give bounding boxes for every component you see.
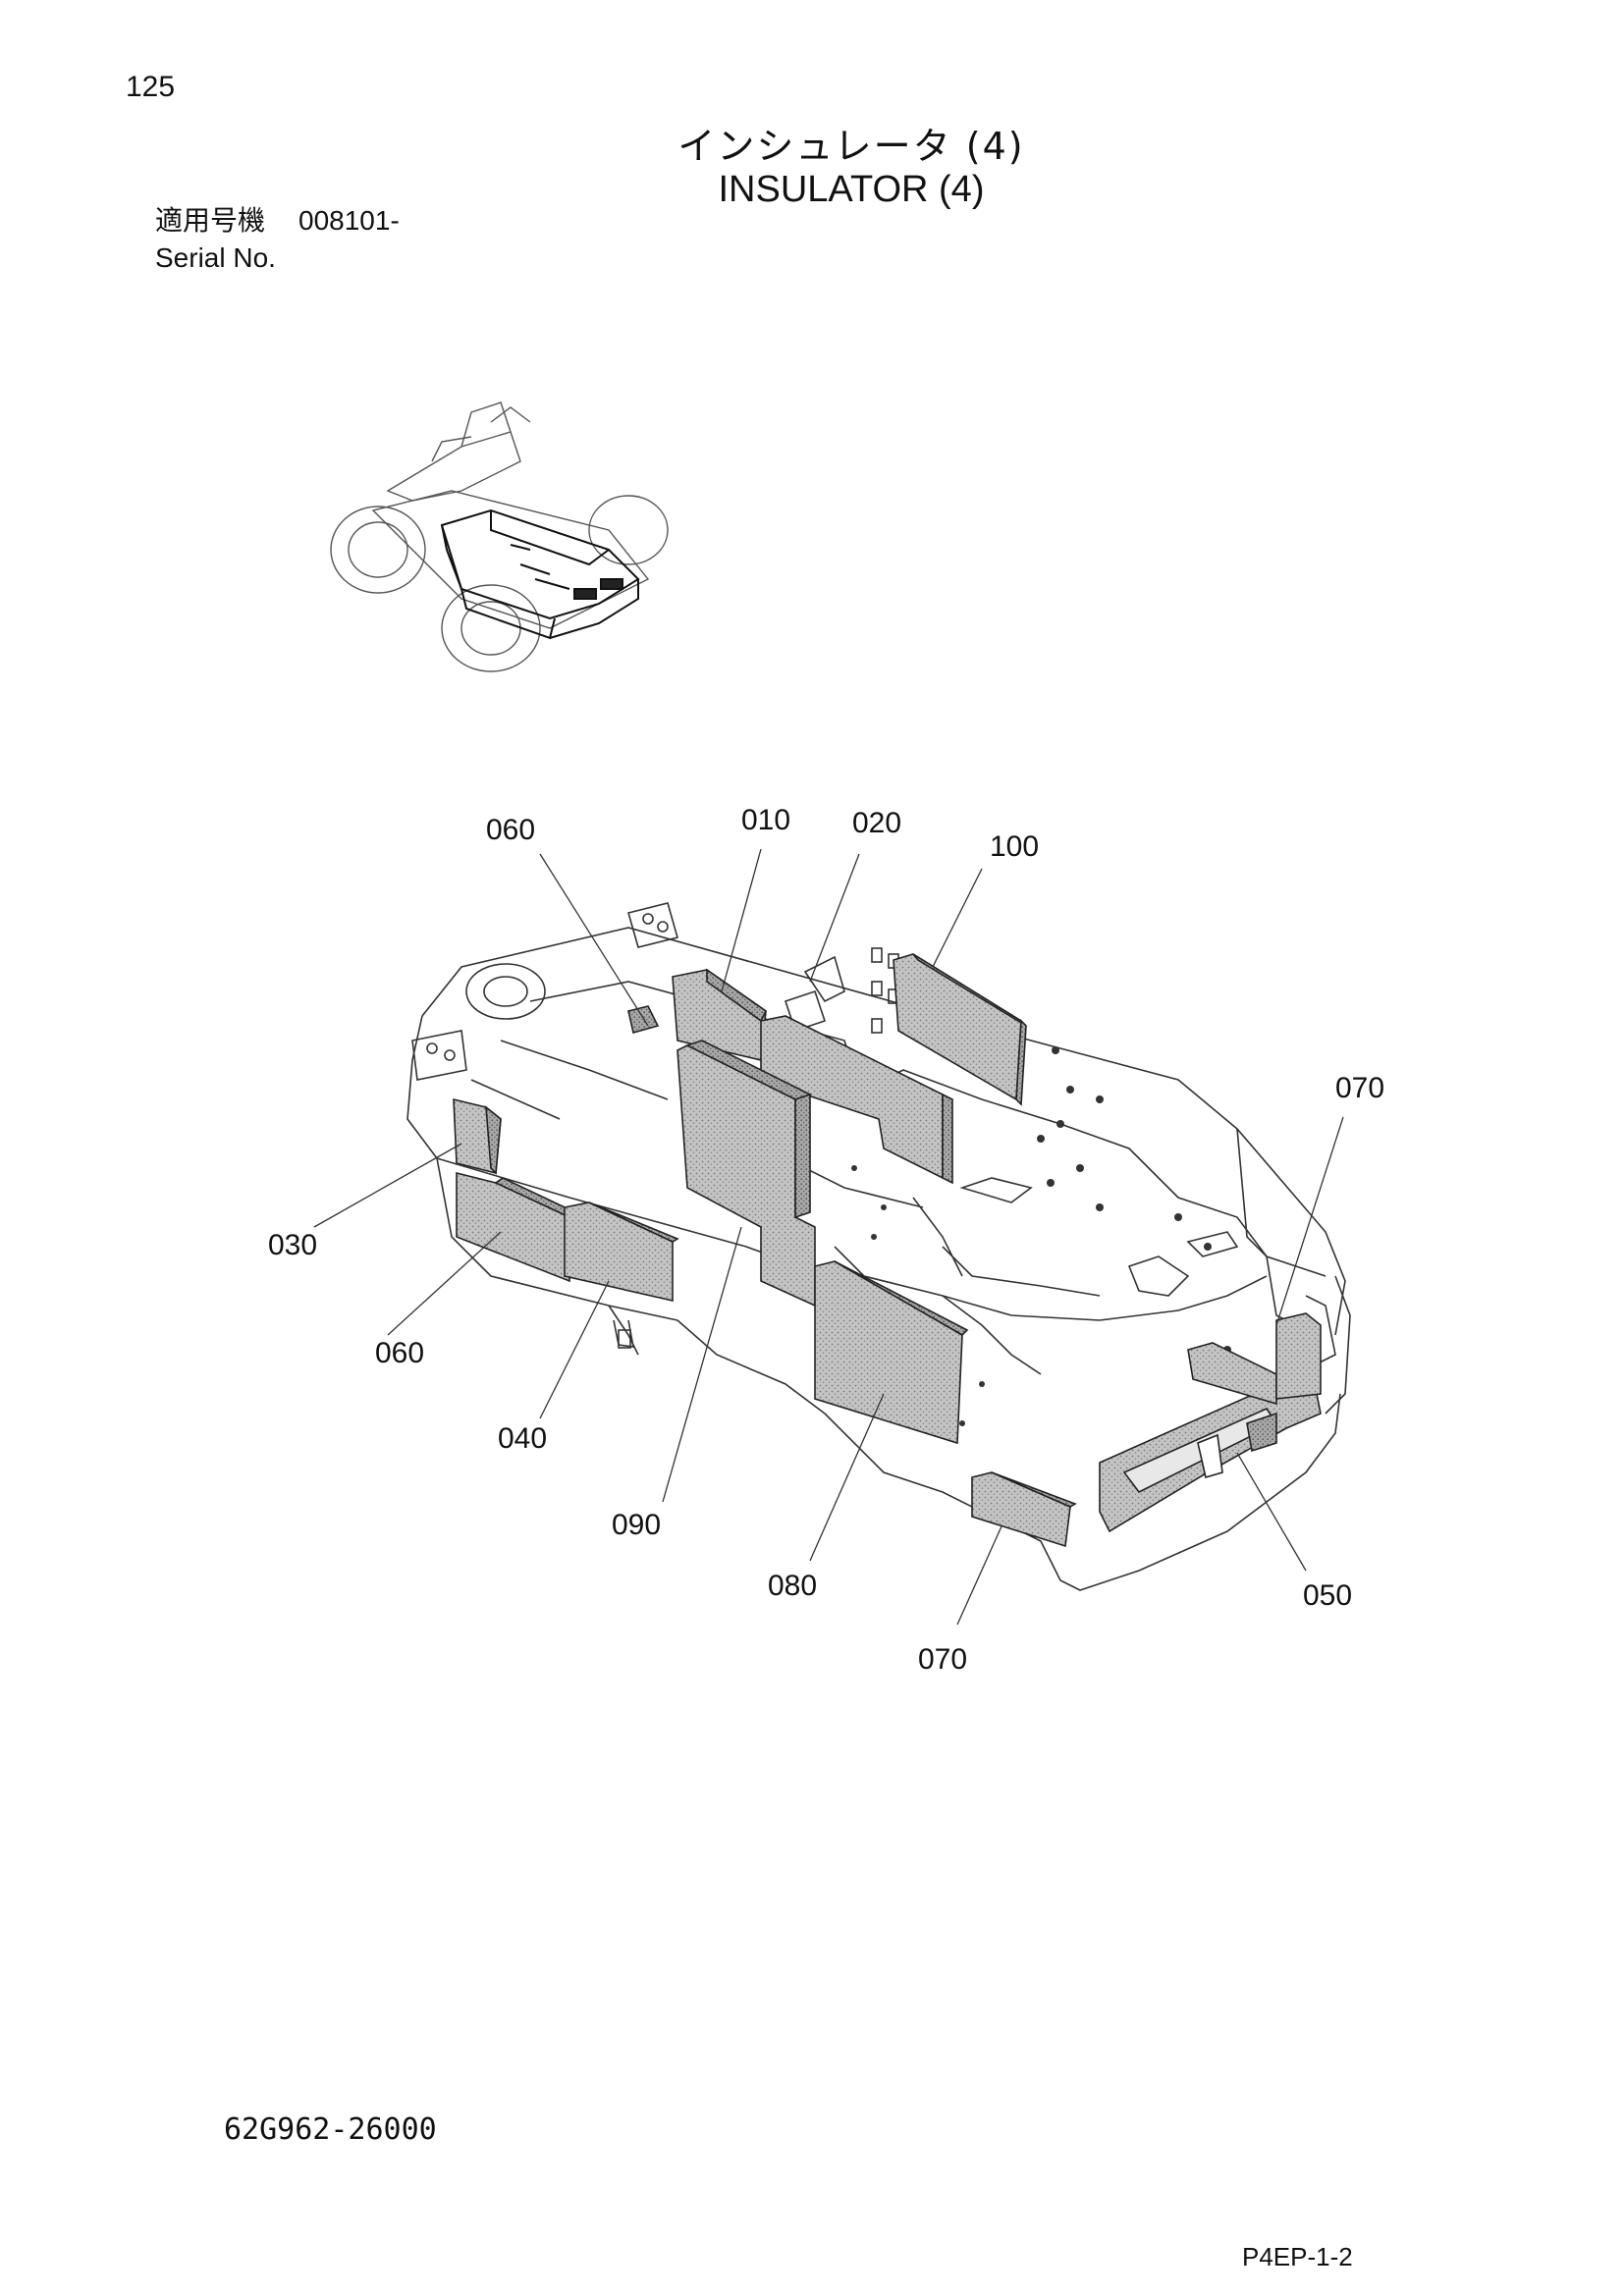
callout-070-upper: 070 [1335, 1072, 1384, 1104]
callout-080: 080 [768, 1570, 817, 1602]
title-japanese: インシュレータ (4) [677, 125, 1025, 168]
insulator-060-upper [627, 1005, 660, 1034]
insulator-100 [893, 953, 1027, 1106]
insulator-pads [453, 953, 1322, 1548]
callout-070-lower: 070 [918, 1643, 967, 1676]
callout-030: 030 [268, 1229, 317, 1261]
insulator-010 [672, 968, 768, 1061]
serial-value: 008101- [298, 205, 400, 236]
callout-100: 100 [990, 830, 1039, 863]
insulator-070-lower [971, 1471, 1077, 1548]
callout-050: 050 [1303, 1579, 1352, 1612]
insulator-050 [1099, 1383, 1322, 1533]
title-english: INSULATOR (4) [718, 169, 985, 210]
callout-090: 090 [612, 1509, 661, 1541]
page-code: P4EP-1-2 [1242, 2242, 1353, 2271]
insulator-030 [453, 1097, 502, 1175]
callout-060-upper: 060 [486, 814, 535, 846]
insulator-020 [760, 1015, 953, 1185]
serial-block: 適用号機 008101- Serial No. [155, 202, 400, 277]
insulator-070-upper [1187, 1312, 1322, 1406]
insulator-040 [564, 1201, 679, 1303]
serial-label-japanese: 適用号機 [155, 204, 266, 237]
callout-010: 010 [741, 804, 790, 836]
insulator-090 [677, 1040, 816, 1308]
callout-040: 040 [498, 1422, 547, 1455]
callout-020: 020 [852, 807, 901, 839]
document-code: 62G962-26000 [224, 2112, 437, 2147]
insulator-080 [814, 1260, 969, 1445]
locator-thumbnail [330, 401, 669, 672]
leader-lines [313, 848, 1344, 1626]
insulator-060-lower [456, 1171, 582, 1283]
page-number: 125 [126, 71, 176, 103]
serial-label-english: Serial No. [155, 242, 276, 273]
callout-060-lower: 060 [375, 1337, 424, 1369]
callouts: 060 010 020 100 070 030 060 040 090 080 … [268, 804, 1384, 1676]
